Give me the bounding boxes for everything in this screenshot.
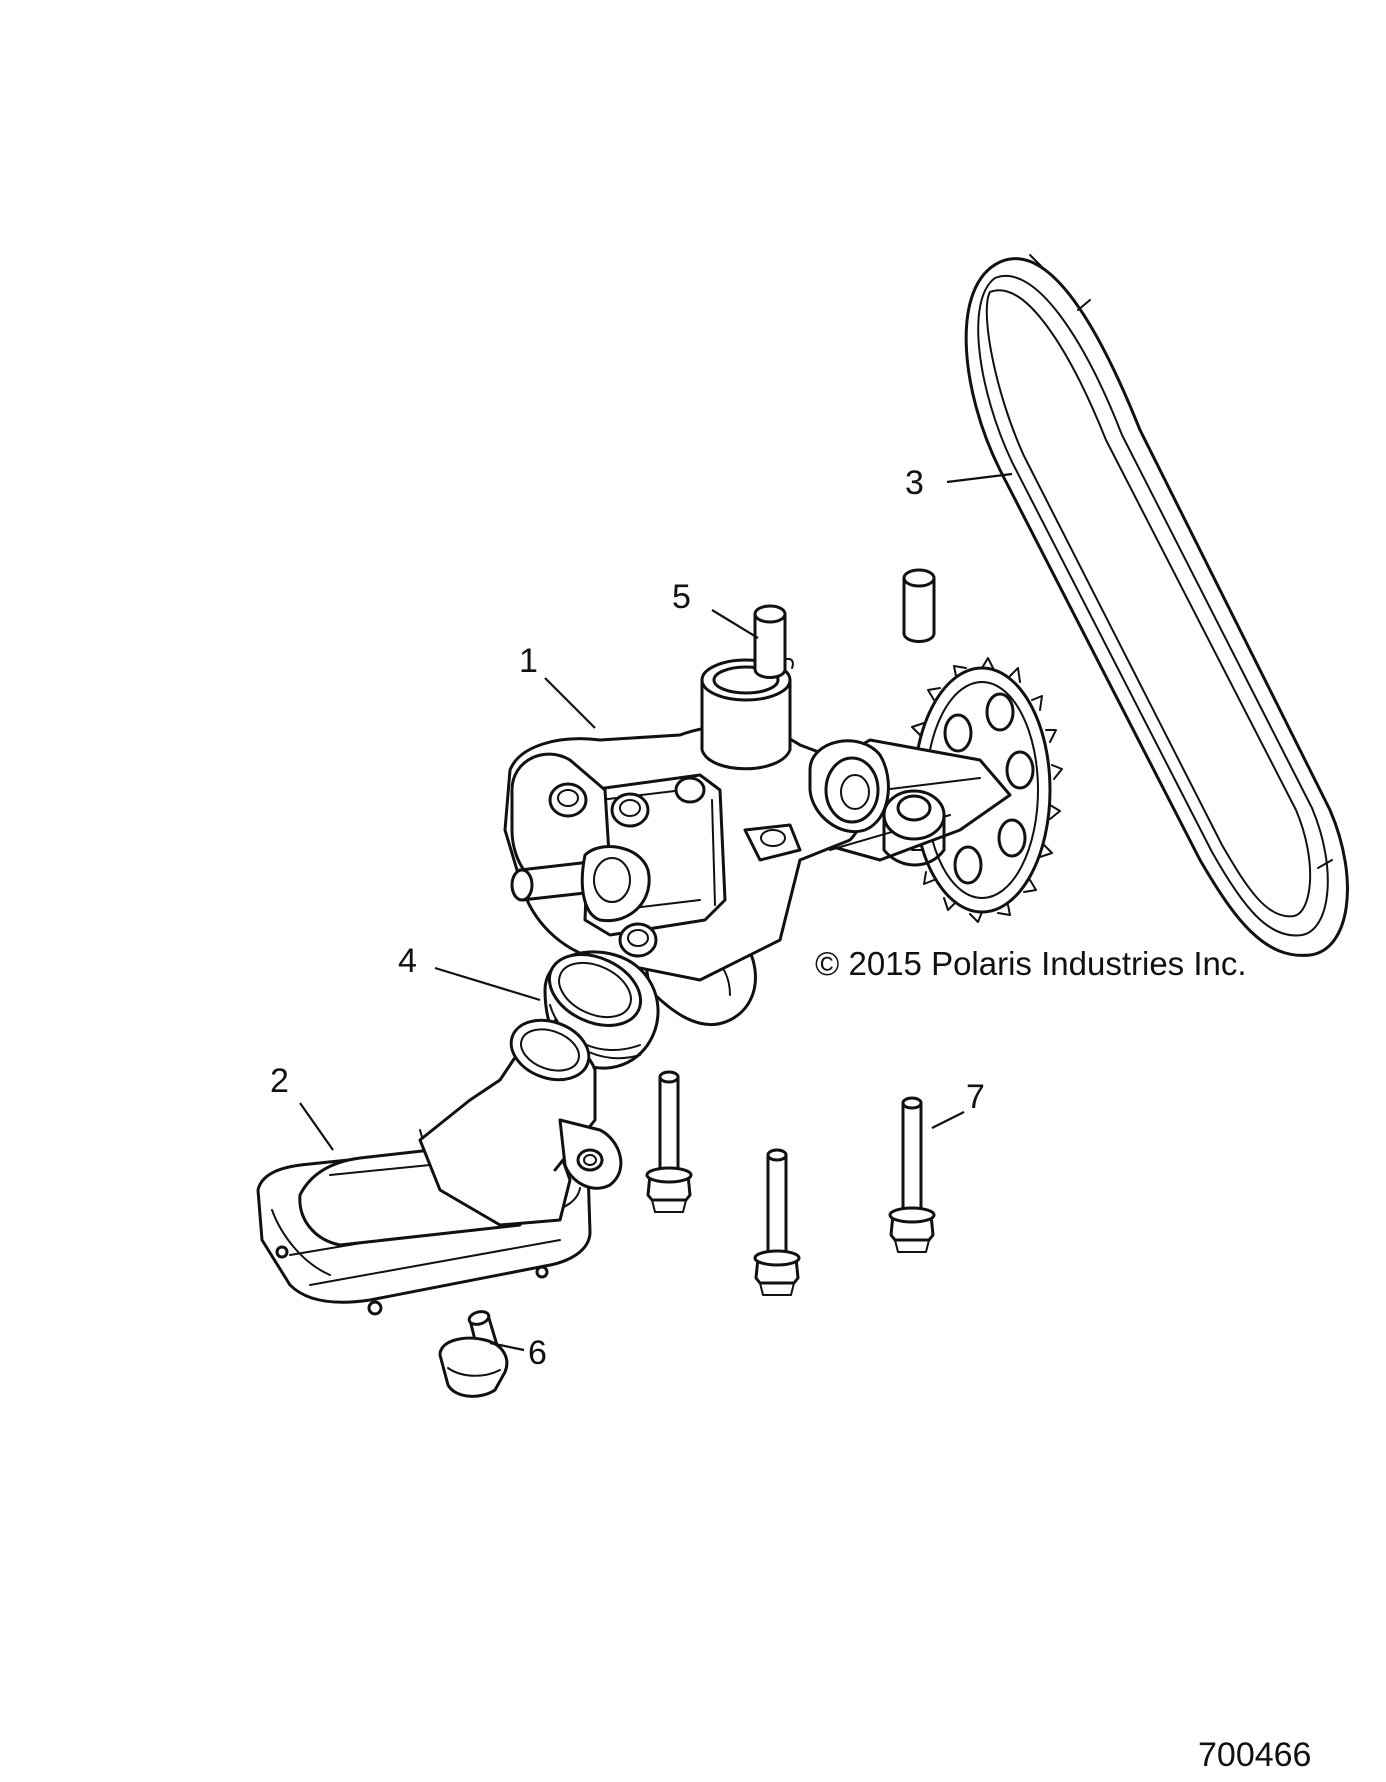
- callout-5: 5: [672, 578, 691, 616]
- bolt-c: [888, 1096, 936, 1253]
- leader-1: [544, 677, 596, 729]
- part-1-oil-pump: [503, 657, 1012, 1026]
- part-3-chain: [964, 254, 1349, 957]
- leader-7: [931, 1111, 965, 1129]
- copyright-text: © 2015 Polaris Industries Inc.: [815, 945, 1247, 982]
- part-2-pickup: [256, 1018, 623, 1316]
- bolt-b: [753, 1148, 801, 1296]
- leader-lines: [299, 472, 1013, 1352]
- callout-2: 2: [270, 1062, 289, 1100]
- leader-5: [711, 609, 759, 639]
- part-6-bolt: [438, 1310, 509, 1398]
- callout-4: 4: [398, 942, 417, 980]
- leader-3: [946, 472, 1013, 484]
- bolt-a: [645, 1070, 693, 1213]
- leader-4: [434, 966, 541, 1002]
- part-5-dowel-pins: [753, 568, 936, 679]
- callout-7: 7: [966, 1078, 985, 1116]
- part-7-bolts: [645, 1070, 936, 1296]
- callout-3: 3: [905, 464, 924, 502]
- leader-6: [489, 1341, 525, 1352]
- leader-2: [299, 1102, 334, 1151]
- callout-6: 6: [528, 1334, 547, 1372]
- callout-1: 1: [519, 642, 538, 680]
- callout-labels: 1 2 3 4 5 6 7: [270, 464, 985, 1372]
- document-number: 700466: [1198, 1736, 1311, 1774]
